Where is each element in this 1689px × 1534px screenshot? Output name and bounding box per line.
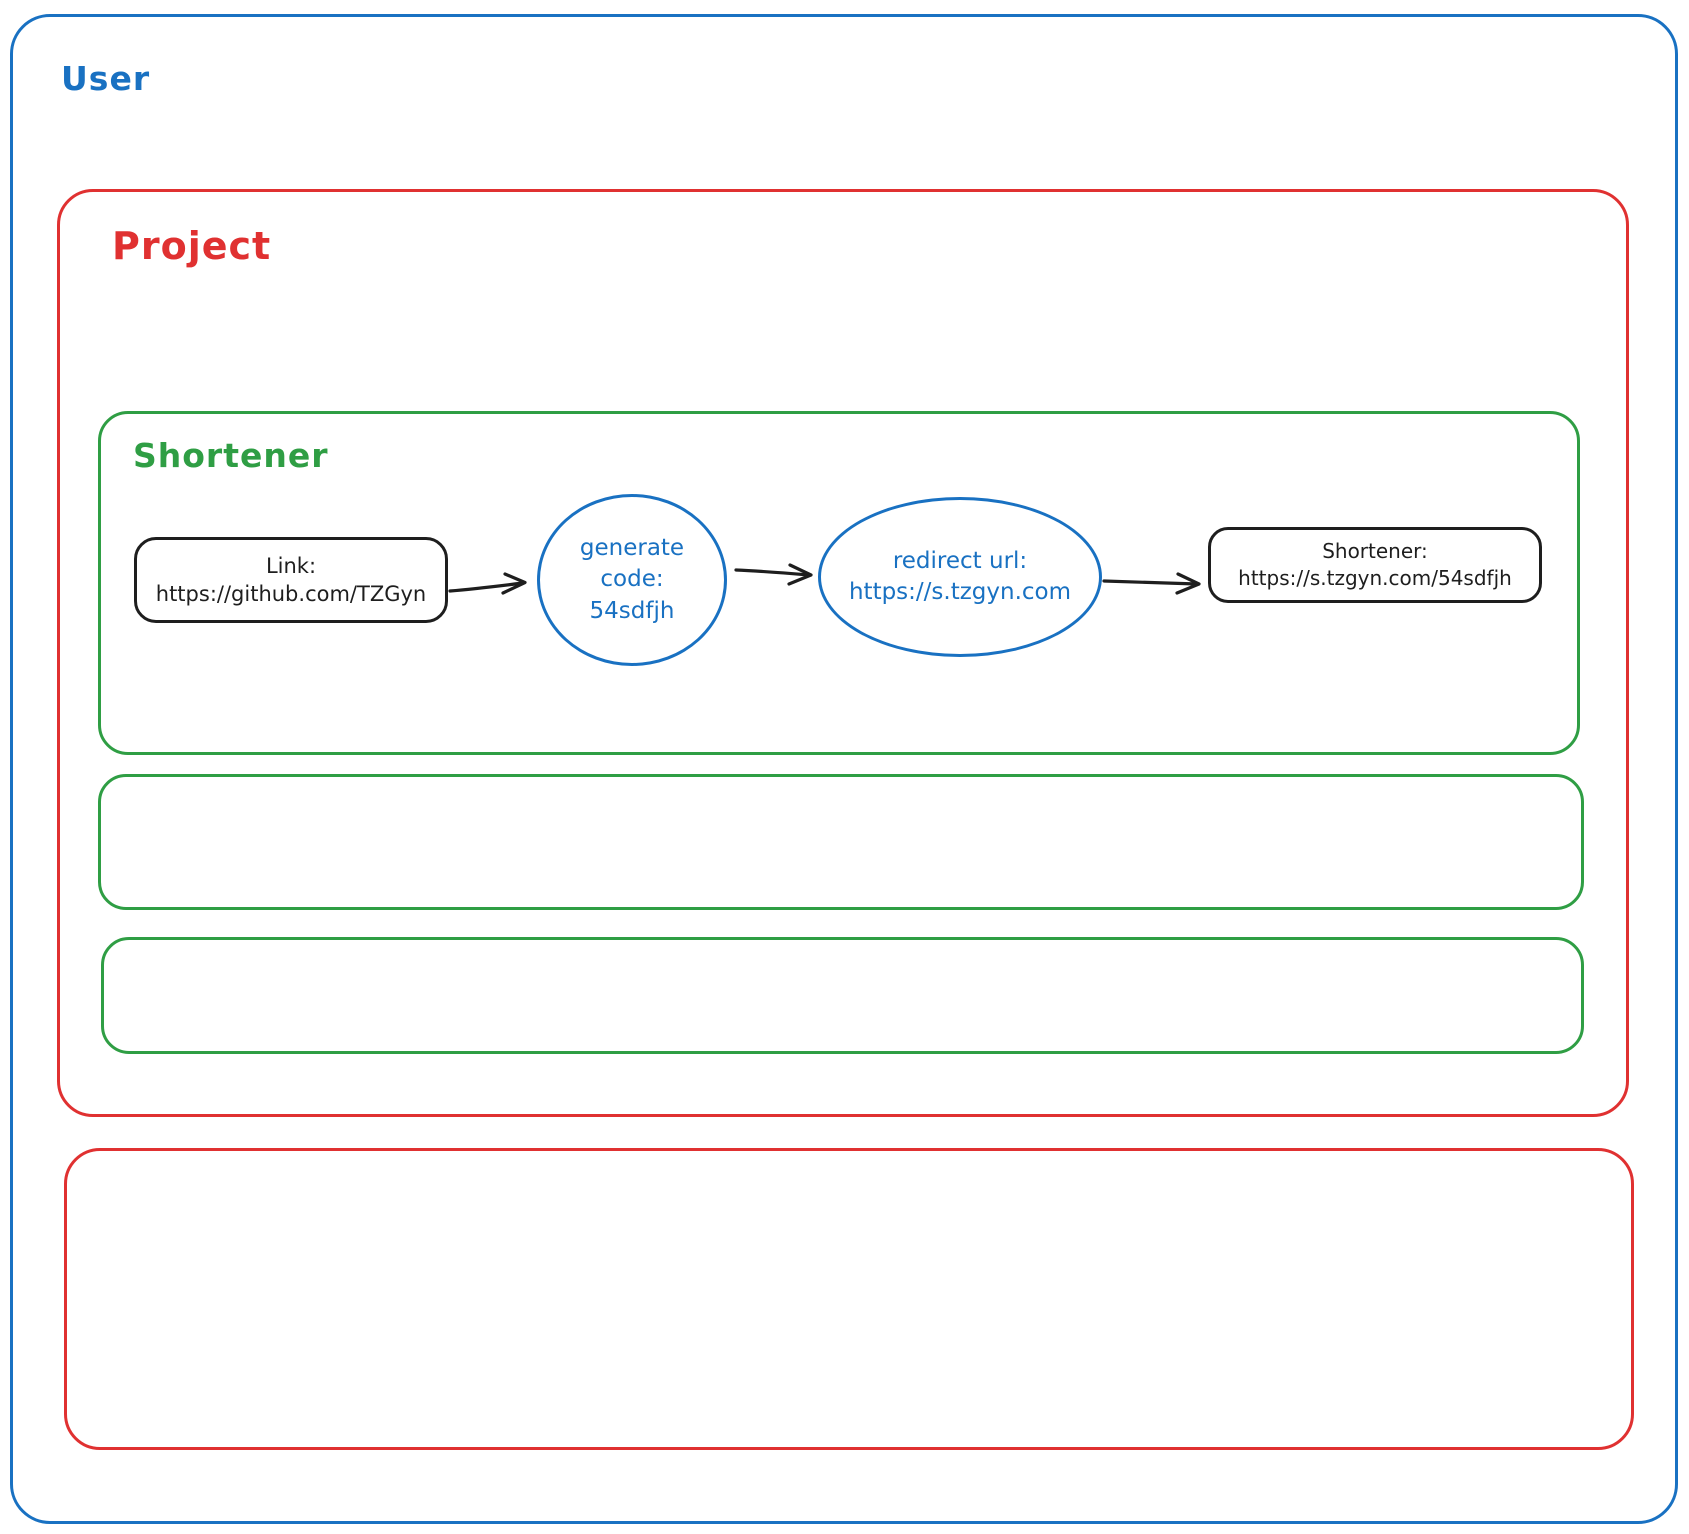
placeholder-red-box (64, 1148, 1634, 1450)
project-container-box: Project Shortener Link: https://github.c… (57, 189, 1629, 1117)
shortener-container-box: Shortener Link: https://github.com/TZGyn… (98, 411, 1580, 755)
shortener-result-node: Shortener: https://s.tzgyn.com/54sdfjh (1208, 527, 1542, 603)
link-node-line-1: Link: (265, 553, 317, 578)
redirect-url-line-2: https://s.tzgyn.com (848, 579, 1072, 605)
generate-code-node: generate code: 54sdfjh (537, 494, 727, 666)
placeholder-green-box-2 (101, 937, 1584, 1054)
link-node: Link: https://github.com/TZGyn (134, 537, 448, 623)
redirect-url-node: redirect url: https://s.tzgyn.com (818, 497, 1102, 657)
shortener-result-line-2: https://s.tzgyn.com/54sdfjh (1238, 566, 1512, 590)
user-container-box: User Project Shortener Link: https://git… (10, 14, 1678, 1524)
arrow-redirect-to-result-icon (1102, 572, 1201, 595)
shortener-result-line-1: Shortener: (1322, 539, 1428, 563)
generate-code-line-2: code: (600, 566, 664, 593)
arrow-link-to-code-icon (448, 572, 527, 595)
project-label: Project (112, 224, 272, 268)
placeholder-green-box-1 (98, 774, 1584, 910)
user-label: User (61, 59, 151, 98)
generate-code-line-1: generate (579, 535, 685, 562)
redirect-url-line-1: redirect url: (892, 547, 1028, 574)
link-node-line-2: https://github.com/TZGyn (155, 582, 427, 606)
generate-code-line-3: 54sdfjh (589, 597, 675, 624)
arrow-code-to-redirect-icon (734, 563, 813, 586)
shortener-label: Shortener (133, 436, 329, 475)
